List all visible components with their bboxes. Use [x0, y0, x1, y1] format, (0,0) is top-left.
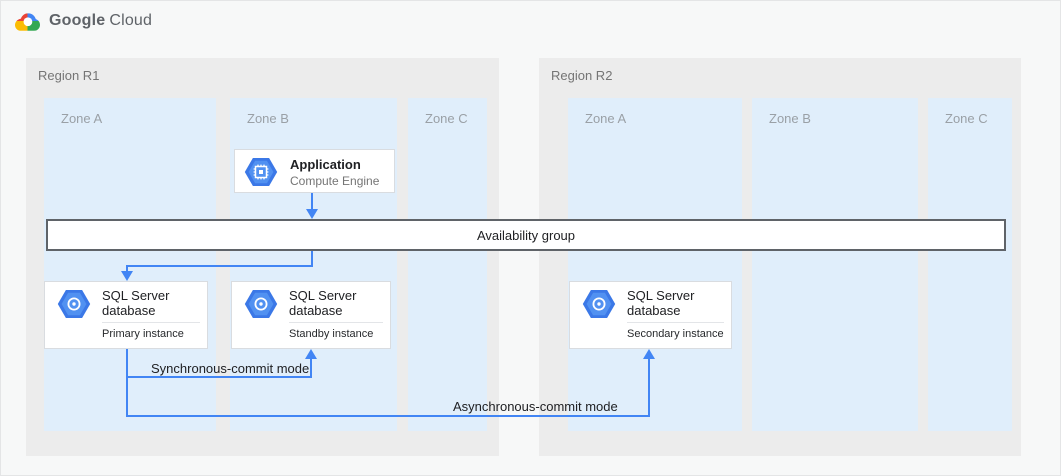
card-divider	[289, 322, 383, 323]
card-sql-standby: SQL Server database Standby instance	[231, 281, 391, 349]
region-r1-label: Region R1	[38, 68, 99, 83]
async-commit-label: Asynchronous-commit mode	[453, 399, 618, 414]
card-sql-primary: SQL Server database Primary instance	[44, 281, 208, 349]
region-r1-zone-c: Zone C	[408, 98, 487, 431]
region-r2-label: Region R2	[551, 68, 612, 83]
compute-engine-icon	[244, 157, 278, 187]
sql-secondary-title: SQL Server database	[627, 288, 725, 318]
sql-database-icon	[582, 289, 616, 319]
application-subtitle: Compute Engine	[290, 174, 379, 188]
brand-google: Google	[49, 12, 105, 29]
zone-label: Zone C	[425, 111, 468, 126]
card-application: Application Compute Engine	[234, 149, 395, 193]
region-r2: Region R2 Zone A Zone B Zone C	[539, 58, 1021, 456]
region-r1-zone-a: Zone A	[44, 98, 216, 431]
region-r2-zone-b: Zone B	[752, 98, 918, 431]
sql-primary-title: SQL Server database	[102, 288, 200, 318]
region-r1: Region R1 Zone A Zone B Zone C	[26, 58, 499, 456]
zone-label: Zone C	[945, 111, 988, 126]
google-cloud-logo: GoogleCloud	[15, 11, 152, 31]
sql-secondary-subtitle: Secondary instance	[627, 328, 724, 340]
sql-database-icon	[57, 289, 91, 319]
sync-commit-label: Synchronous-commit mode	[151, 361, 309, 376]
card-divider	[627, 322, 724, 323]
sql-standby-subtitle: Standby instance	[289, 328, 373, 340]
sql-primary-subtitle: Primary instance	[102, 328, 184, 340]
region-r1-zone-b: Zone B	[230, 98, 397, 431]
sql-database-icon	[244, 289, 278, 319]
zone-label: Zone A	[585, 111, 626, 126]
brand-cloud: Cloud	[109, 12, 152, 29]
region-r2-zone-c: Zone C	[928, 98, 1012, 431]
region-r2-zone-a: Zone A	[568, 98, 742, 431]
zone-label: Zone A	[61, 111, 102, 126]
brand-text: GoogleCloud	[49, 12, 152, 30]
availability-group-label: Availability group	[477, 228, 575, 243]
zone-label: Zone B	[247, 111, 289, 126]
card-sql-secondary: SQL Server database Secondary instance	[569, 281, 732, 349]
availability-group-bar: Availability group	[46, 219, 1006, 251]
sql-standby-title: SQL Server database	[289, 288, 387, 318]
card-divider	[102, 322, 200, 323]
zone-label: Zone B	[769, 111, 811, 126]
google-cloud-icon	[15, 11, 40, 31]
application-title: Application	[290, 157, 361, 172]
